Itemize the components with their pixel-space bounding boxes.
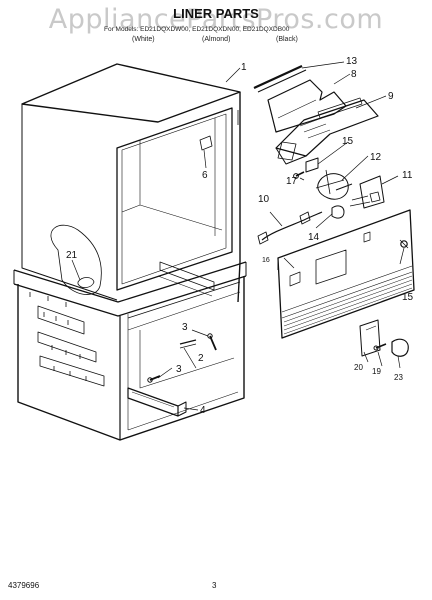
callout-3-lower: 3 — [176, 364, 182, 375]
part-3-screw-a — [207, 333, 217, 351]
color-label-black: (Black) — [276, 36, 298, 43]
liner-box — [13, 63, 247, 441]
part-23-knob — [391, 338, 409, 357]
part-12-fan-motor — [315, 169, 353, 200]
color-label-white: (White) — [132, 36, 155, 43]
callout-3-upper: 3 — [182, 322, 188, 333]
callout-16: 16 — [262, 257, 270, 264]
part-10-wire-harness — [257, 211, 323, 245]
watermark-text: AppliancePartsPros.com — [48, 4, 384, 35]
callout-14: 14 — [308, 232, 320, 243]
part-4-crisper-rail — [127, 387, 187, 417]
callout-labels: 1 2 3 3 4 6 8 9 10 11 12 13 14 15 15 16 … — [66, 56, 414, 416]
callout-1: 1 — [241, 62, 247, 73]
part-19-screw — [373, 343, 387, 351]
part-15-grommet-lower — [399, 239, 409, 249]
part-17-screw — [293, 171, 305, 179]
callout-20: 20 — [354, 363, 363, 372]
callout-6: 6 — [202, 170, 208, 181]
model-list: For Models: ED21DQXDW00, ED21DQXDN00, ED… — [104, 26, 290, 33]
callout-13: 13 — [346, 56, 358, 67]
footer-part-number: 4379696 — [8, 581, 40, 590]
callout-15-lower: 15 — [402, 292, 414, 303]
callout-2: 2 — [198, 353, 204, 364]
page-title: LINER PARTS — [173, 6, 259, 21]
part-11-bracket — [349, 175, 385, 209]
part-20-bracket — [359, 319, 381, 357]
part-16-cover-panel — [277, 209, 415, 339]
part-15-grommet-upper — [305, 157, 319, 173]
callout-11: 11 — [402, 170, 413, 181]
callout-12: 12 — [370, 152, 382, 163]
leader-lines — [71, 61, 405, 411]
part-3-screw-b — [147, 375, 161, 383]
part-2-rail — [179, 339, 197, 349]
part-13-strip — [253, 65, 307, 93]
callout-17: 17 — [286, 176, 298, 187]
callout-23: 23 — [394, 373, 403, 382]
part-9-duct — [275, 97, 379, 165]
callout-4: 4 — [200, 405, 206, 416]
callout-21: 21 — [66, 250, 78, 261]
callout-8: 8 — [351, 69, 357, 80]
color-label-almond: (Almond) — [202, 36, 231, 43]
callout-15-upper: 15 — [342, 136, 354, 147]
part-8-shroud — [267, 79, 347, 133]
callout-9: 9 — [388, 91, 394, 102]
callout-10: 10 — [258, 194, 270, 205]
callout-19: 19 — [372, 367, 381, 376]
part-14-connector — [331, 205, 345, 219]
footer-page-number: 3 — [212, 581, 217, 590]
